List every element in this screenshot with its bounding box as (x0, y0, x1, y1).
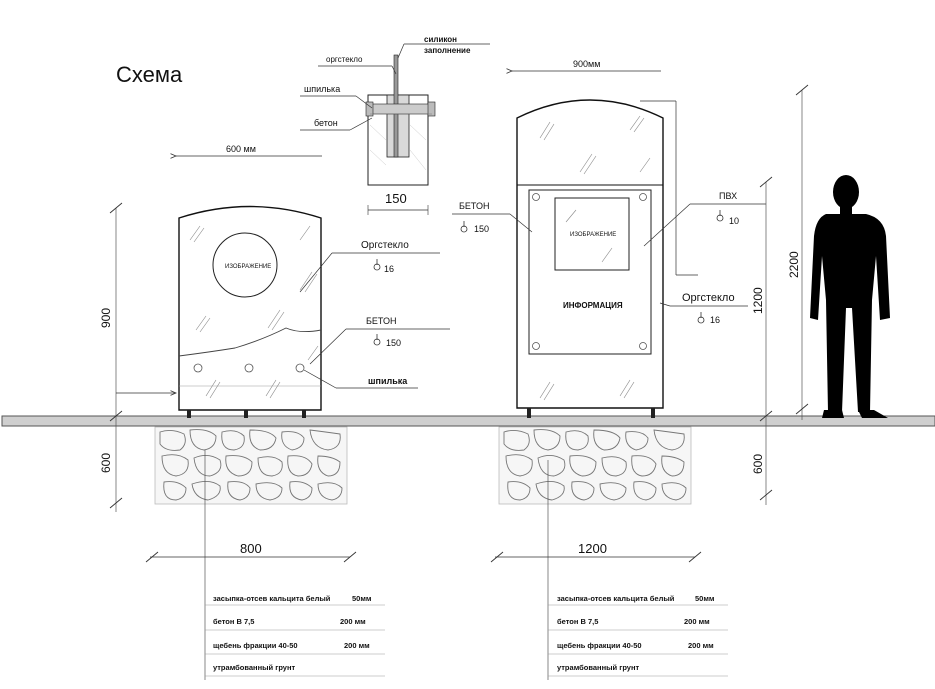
detail-beton-label: бетон (314, 118, 338, 128)
layer-left-2-value: 200 мм (340, 617, 366, 626)
left-depth-dim: 600 (99, 453, 113, 473)
right-pvh-thickness-icon (716, 210, 724, 222)
right-orgsteklo-label: Оргстекло (682, 292, 735, 304)
right-orgsteklo-size: 16 (710, 315, 720, 325)
right-beton-label: БЕТОН (459, 201, 490, 211)
right-beton-thickness-icon (460, 221, 468, 233)
detail-silikon-label: силикон (424, 35, 457, 44)
left-height-dim: 900 (99, 308, 113, 328)
detail-orgsteklo-label: оргстекло (326, 55, 363, 64)
right-height-2200-dim: 2200 (787, 251, 801, 278)
right-info-label: ИНФОРМАЦИЯ (563, 301, 623, 310)
layer-right-1-value: 50мм (695, 594, 715, 603)
left-stand: 600 мм ИЗОБРАЖЕНИЕ 900 600 Орг (99, 144, 450, 680)
left-shpilka-label: шпилька (368, 376, 408, 386)
mount-detail: 150 оргстекло шпилька бетон силикон запо… (300, 35, 490, 215)
layer-right-3-value: 200 мм (688, 641, 714, 650)
layers-table-right: засыпка-отсев кальцита белый 50мм бетон … (548, 594, 728, 677)
left-orgsteklo-thickness-icon (373, 259, 381, 271)
foundation-right (498, 426, 692, 505)
layers-table-left: засыпка-отсев кальцита белый 50мм бетон … (205, 594, 385, 677)
right-pvh-size: 10 (729, 216, 739, 226)
right-orgsteklo-thickness-icon (697, 312, 705, 324)
page-title: Схема (116, 62, 183, 87)
layer-left-3-name: щебень фракции 40-50 (213, 641, 298, 650)
layer-left-1-value: 50мм (352, 594, 372, 603)
layer-right-1-name: засыпка-отсев кальцита белый (557, 594, 675, 603)
foundation-left (154, 426, 348, 505)
human-silhouette (810, 175, 890, 418)
detail-shpilka-label: шпилька (304, 84, 340, 94)
layer-right-4-name: утрамбованный грунт (557, 663, 640, 672)
left-orgsteklo-size: 16 (384, 264, 394, 274)
detail-zapolnenie-label: заполнение (424, 46, 471, 55)
layer-left-4-name: утрамбованный грунт (213, 663, 296, 672)
left-beton-size: 150 (386, 338, 401, 348)
layer-right-2-value: 200 мм (684, 617, 710, 626)
right-image-label: ИЗОБРАЖЕНИЕ (570, 232, 616, 238)
layer-right-3-name: щебень фракции 40-50 (557, 641, 642, 650)
layer-left-3-value: 200 мм (344, 641, 370, 650)
left-base-dim: 800 (240, 541, 262, 556)
right-stand: 900мм ИЗОБРАЖЕНИЕ ИНФОРМАЦИЯ БЕТОН 150 П… (452, 59, 809, 680)
layer-right-2-name: бетон В 7,5 (557, 617, 598, 626)
right-beton-size: 150 (474, 224, 489, 234)
right-depth-dim: 600 (751, 454, 765, 474)
left-image-label: ИЗОБРАЖЕНИЕ (225, 264, 271, 270)
left-beton-thickness-icon (373, 334, 381, 346)
layer-left-1-name: засыпка-отсев кальцита белый (213, 594, 331, 603)
right-base-dim: 1200 (578, 541, 607, 556)
ground-line (1, 415, 935, 427)
right-top-dim: 900мм (573, 59, 600, 69)
layer-left-2-name: бетон В 7,5 (213, 617, 254, 626)
left-beton-label: БЕТОН (366, 316, 397, 326)
right-pvh-label: ПВХ (719, 191, 737, 201)
detail-width-dim: 150 (385, 191, 407, 206)
left-top-dim: 600 мм (226, 144, 256, 154)
right-height-1200-dim: 1200 (751, 287, 765, 314)
left-orgsteklo-label: Оргстекло (361, 240, 409, 251)
